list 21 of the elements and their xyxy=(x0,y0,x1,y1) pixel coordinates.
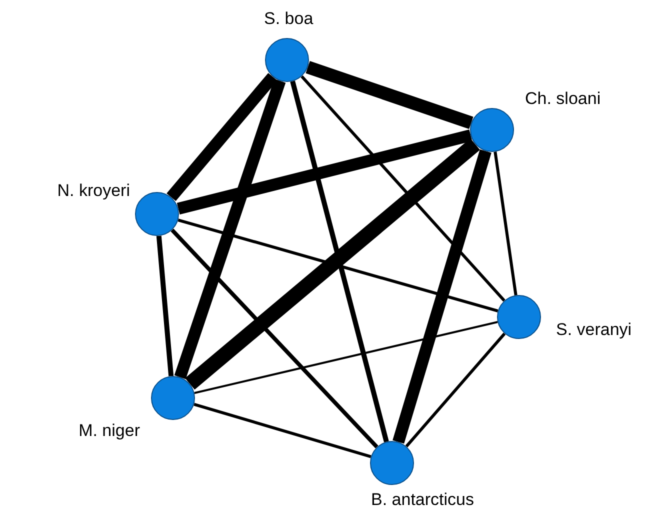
network-edge xyxy=(170,228,378,448)
network-edge xyxy=(494,152,518,296)
network-edge xyxy=(178,218,498,312)
network-edge xyxy=(176,130,472,214)
node-label: Ch. sloani xyxy=(525,89,601,109)
node-label: N. kroyeri xyxy=(57,181,130,201)
network-edge xyxy=(194,402,372,458)
node-label: S. veranyi xyxy=(556,320,632,340)
node-label: M. niger xyxy=(78,421,140,441)
network-edge xyxy=(300,75,506,302)
network-edge xyxy=(290,80,389,442)
network-edge xyxy=(166,72,278,202)
network-edge xyxy=(405,332,506,448)
node-label: B. antarcticus xyxy=(371,490,474,510)
node-label: S. boa xyxy=(264,9,314,29)
network-edge xyxy=(185,138,480,390)
network-edge xyxy=(156,236,174,376)
network-edge xyxy=(174,78,286,380)
network-edge xyxy=(392,149,492,444)
network-edge xyxy=(194,321,498,394)
network-edge xyxy=(306,60,474,130)
